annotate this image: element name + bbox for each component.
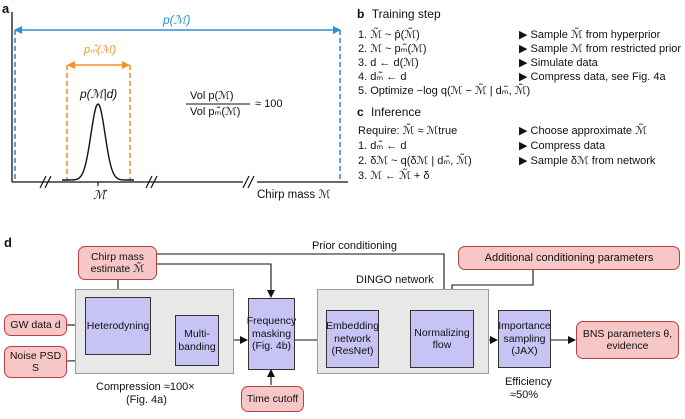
panel-a-axes: [11, 12, 348, 189]
training-step-1: 1. ℳ̃ ~ p̂(ℳ̃): [358, 29, 420, 41]
inference-require-desc: ▶ Choose approximate ℳ̃: [519, 125, 647, 137]
noise-psd-text: Noise PSD S: [9, 349, 62, 375]
inference-step-1: 1. dₘ̃ ← d: [358, 140, 407, 152]
bns-parameters-text: BNS parameters θ, evidence: [582, 327, 673, 353]
restricted-prior-region: [66, 61, 131, 180]
heterodyning-text: Heterodyning: [86, 319, 150, 332]
importance-sampling-box: Importance sampling (JAX): [498, 310, 551, 368]
panel-a-label: a: [2, 1, 10, 16]
compression-ref: (Fig. 4a): [126, 394, 167, 406]
additional-conditioning-box: Additional conditioning parameters: [458, 246, 680, 270]
ratio-numerator: Vol p(ℳ): [190, 90, 234, 102]
chirp-mass-estimate-text: Chirp mass estimate ℳ̃: [90, 250, 145, 276]
embedding-network-box: Embedding network (ResNet): [326, 310, 379, 368]
restricted-prior-label: pₘ̃(ℳ): [84, 44, 117, 56]
normalizing-flow-box: Normalizing flow: [410, 310, 474, 368]
inference-step-1-desc: ▶ Compress data: [519, 140, 606, 152]
training-step-5: 5. Optimize −log q(ℳ − ℳ̃ | dₘ̃, ℳ̃): [358, 85, 531, 97]
compression-label: Compression ≈100×: [96, 381, 195, 393]
prior-region: [14, 26, 341, 180]
posterior-label: p(ℳ|d): [80, 87, 118, 101]
multibanding-text: Multi-banding: [178, 328, 216, 353]
posterior-curve: [62, 103, 134, 181]
gw-data-box: GW data d: [4, 314, 67, 336]
heterodyning-box: Heterodyning: [85, 297, 151, 355]
efficiency-label: Efficiency: [505, 376, 552, 388]
training-step-2-desc: ▶ Sample ℳ from restricted prior: [519, 43, 682, 55]
x-tick-label: ℳ̃: [93, 188, 106, 202]
time-cutoff-text: Time cutoff: [246, 392, 299, 405]
training-step-3: 3. d ← d(ℳ): [358, 57, 419, 69]
training-step-4-desc: ▶ Compress data, see Fig. 4a: [519, 71, 666, 83]
panel-c-letter: c: [357, 105, 364, 119]
panel-c-title: Inference: [371, 105, 422, 119]
inference-step-3: 3. ℳ ← ℳ̃ + δ: [358, 170, 430, 182]
x-axis-label: Chirp mass ℳ: [257, 189, 331, 201]
bns-parameters-box: BNS parameters θ, evidence: [576, 321, 679, 359]
panel-b-title: Training step: [371, 7, 441, 21]
dingo-network-label: DINGO network: [356, 274, 434, 286]
embedding-network-text: Embedding network (ResNet): [325, 320, 380, 358]
normalizing-flow-text: Normalizing flow: [414, 326, 470, 352]
training-step-2: 2. ℳ ~ pₘ̃(ℳ): [358, 43, 427, 55]
ratio-value: ≈ 100: [255, 98, 283, 110]
efficiency-value: ≈50%: [510, 389, 539, 401]
ratio-denominator: Vol pₘ̃(ℳ): [190, 106, 241, 118]
prior-conditioning-label: Prior conditioning: [312, 240, 397, 252]
importance-sampling-text: Importance sampling (JAX): [498, 320, 551, 358]
frequency-masking-box: Frequency masking (Fig. 4b): [246, 298, 297, 370]
training-step-1-desc: ▶ Sample ℳ̃ from hyperprior: [519, 29, 661, 41]
panel-d-label: d: [4, 235, 12, 250]
inference-require: Require: ℳ̃ ≈ ℳtrue: [358, 125, 458, 137]
gw-data-text: GW data d: [10, 318, 61, 331]
inference-step-2: 2. δℳ ~ q(δℳ | dₘ̃, ℳ̃): [358, 155, 472, 167]
prior-label: p(ℳ): [163, 13, 191, 27]
multibanding-box: Multi-banding: [175, 315, 219, 366]
panel-c-label: c Inference: [357, 106, 421, 119]
panel-b-label: b Training step: [357, 8, 441, 21]
training-step-4: 4. dₘ̃ ← d: [358, 71, 407, 83]
additional-conditioning-text: Additional conditioning parameters: [484, 251, 654, 264]
noise-psd-box: Noise PSD S: [4, 346, 67, 378]
inference-step-2-desc: ▶ Sample δℳ from network: [519, 155, 656, 167]
panel-b-letter: b: [357, 7, 365, 21]
training-step-3-desc: ▶ Simulate data: [519, 57, 598, 69]
chirp-mass-estimate-box: Chirp mass estimate ℳ̃: [78, 246, 157, 280]
frequency-masking-text: Frequency masking (Fig. 4b): [246, 315, 297, 353]
time-cutoff-box: Time cutoff: [241, 386, 304, 412]
